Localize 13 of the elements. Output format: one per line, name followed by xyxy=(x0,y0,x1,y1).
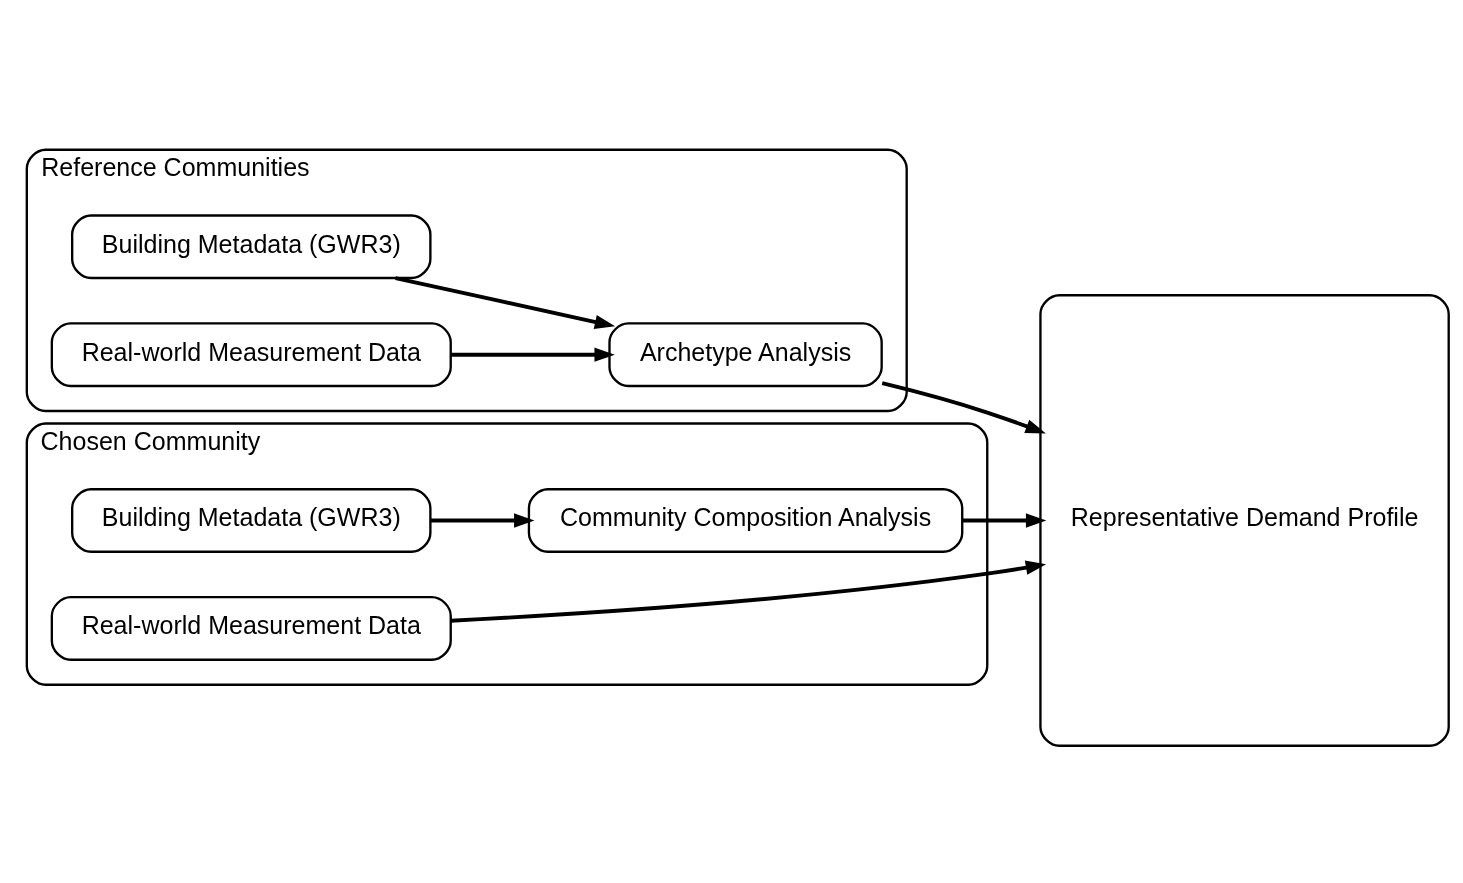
arrow xyxy=(451,347,615,362)
arrow xyxy=(395,276,616,329)
arrow xyxy=(881,381,1046,434)
node-box: Community Composition Analysis xyxy=(527,488,964,553)
node-box: Building Metadata (GWR3) xyxy=(71,214,432,280)
node-box: Real-world Measurement Data xyxy=(50,322,452,388)
node-box: Building Metadata (GWR3) xyxy=(71,488,432,553)
arrow xyxy=(430,513,535,528)
node-box: Real-world Measurement Data xyxy=(50,595,452,661)
arrow xyxy=(450,560,1047,623)
node-box: Representative Demand Profile xyxy=(1039,294,1450,747)
arrow xyxy=(962,513,1047,528)
node-box: Archetype Analysis xyxy=(608,322,883,388)
